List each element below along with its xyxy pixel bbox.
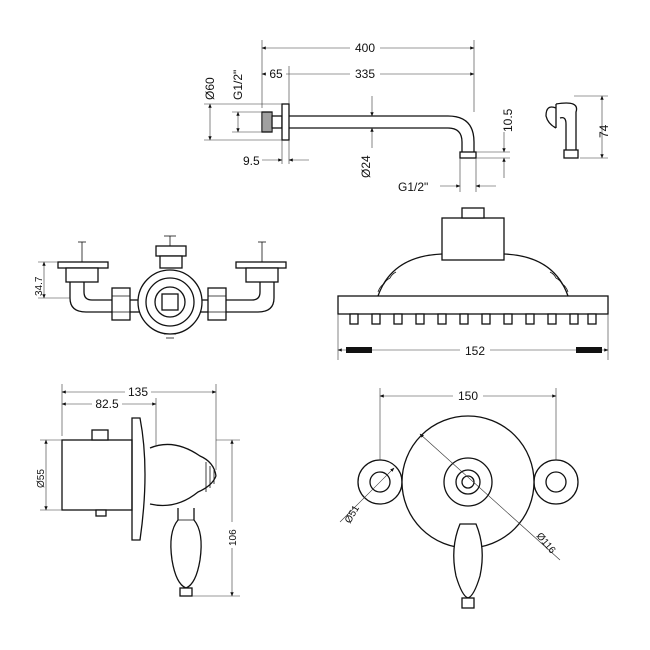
shower-head-nozzles (349, 313, 597, 325)
dim-9-5: 9.5 (243, 154, 260, 168)
valve-front-view: 34.7 (34, 235, 287, 339)
dim-10-5: 10.5 (501, 108, 515, 132)
dim-body-diameter: Ø55 (36, 469, 47, 488)
arm-side-view: 74 (545, 95, 611, 159)
dim-34-7: 34.7 (34, 276, 45, 296)
shower-head-view: 152 (337, 207, 609, 360)
valve-side-view: 135 82.5 Ø55 106 (36, 384, 240, 597)
dim-plate-diameter-116: Ø116 (534, 531, 558, 557)
dim-152: 152 (465, 344, 485, 358)
dim-arm-diameter: Ø24 (359, 155, 373, 178)
dim-plate-diameter: Ø60 (203, 77, 217, 100)
dim-135: 135 (128, 385, 148, 399)
valve-plate-view: 150 Ø51 Ø116 (339, 388, 579, 609)
shower-arm-view: 400 65 335 Ø60 G1/2" 9.5 Ø24 10.5 (203, 40, 515, 194)
dim-335: 335 (355, 67, 375, 81)
dim-flange-diameter: Ø51 (343, 503, 362, 525)
dim-inlet-thread: G1/2" (231, 70, 245, 100)
dim-400: 400 (355, 41, 375, 55)
dim-outlet-thread: G1/2" (398, 180, 428, 194)
dim-106: 106 (228, 529, 239, 546)
dim-74: 74 (597, 124, 611, 138)
dim-150: 150 (458, 389, 478, 403)
dim-65: 65 (269, 67, 283, 81)
dim-82-5: 82.5 (95, 397, 119, 411)
